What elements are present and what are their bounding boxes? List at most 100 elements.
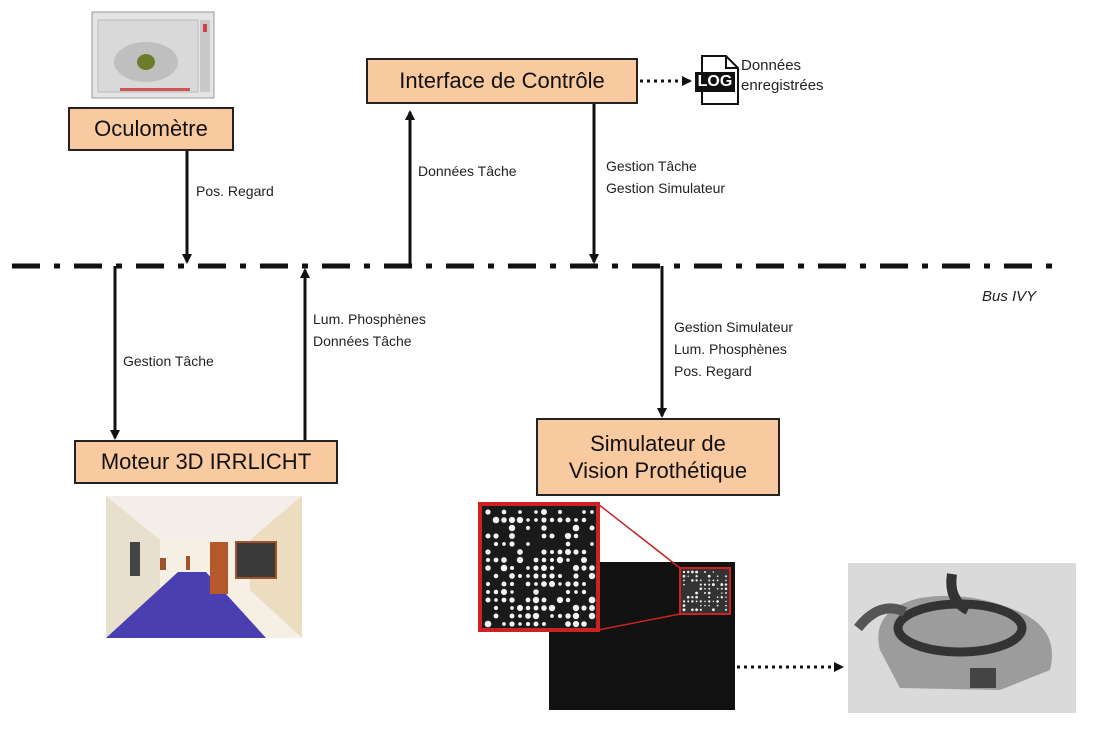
phosphene-dot <box>525 621 531 627</box>
phosphene-dot <box>565 541 571 547</box>
phosphene-dot <box>501 517 507 523</box>
phosphene-dot <box>510 606 514 610</box>
phosphene-dot <box>588 572 596 580</box>
phosphene-dot <box>525 605 531 611</box>
phosphene-dot <box>509 597 515 603</box>
phosphene-dot <box>704 571 706 573</box>
label-gestion-tache-left: Gestion Tâche <box>123 353 214 369</box>
phosphene-dot <box>509 541 515 547</box>
phosphene-dot <box>700 604 702 607</box>
phosphene-dot <box>707 591 711 595</box>
phosphene-dot <box>573 549 579 555</box>
phosphene-dot <box>541 605 547 611</box>
phosphene-dot <box>509 621 515 627</box>
phosphene-dot <box>548 580 556 588</box>
phosphene-dot <box>501 581 507 587</box>
phosphene-dot <box>541 517 547 523</box>
phosphene-dot <box>526 574 530 578</box>
phosphene-dot <box>518 622 522 626</box>
phosphene-dot <box>549 557 555 563</box>
phosphene-dot <box>533 573 539 579</box>
label-pos-regard: Pos. Regard <box>196 183 274 199</box>
phosphene-dot <box>549 565 555 571</box>
oculometre-box: Oculomètre <box>68 107 234 151</box>
phosphene-dot <box>533 605 539 611</box>
phosphene-dot <box>582 510 586 514</box>
phosphene-dot <box>720 583 724 587</box>
phosphene-dot <box>501 509 507 515</box>
phosphene-dot <box>565 597 571 603</box>
phosphene-dot <box>716 596 719 599</box>
phosphene-dot <box>533 589 539 595</box>
phosphene-dot <box>500 588 508 596</box>
phosphene-dot <box>708 587 711 590</box>
phosphene-dot <box>541 549 547 555</box>
phosphene-dot <box>581 517 587 523</box>
simulateur-label-line2: Vision Prothétique <box>568 458 748 483</box>
phosphene-dot <box>558 582 562 586</box>
phosphene-dot <box>682 570 686 574</box>
phosphene-dot <box>725 579 727 582</box>
phosphene-dot <box>699 608 702 611</box>
phosphene-dot <box>541 581 547 587</box>
phosphene-dot <box>695 608 698 612</box>
oculometer-image <box>91 11 215 99</box>
simulateur-box: Simulateur de Vision Prothétique <box>536 418 780 496</box>
phosphene-dot <box>533 557 539 563</box>
label-left-bus-up: Lum. Phosphènes Données Tâche <box>313 308 426 352</box>
phosphene-dot <box>485 549 491 555</box>
phosphene-dot <box>485 565 491 571</box>
phosphene-dot <box>724 583 728 586</box>
phosphene-dot <box>557 517 563 523</box>
phosphene-dot <box>549 533 555 539</box>
phosphene-dot <box>526 542 530 546</box>
log-label: Données enregistrées <box>741 56 824 96</box>
phosphene-dot <box>590 542 594 546</box>
phosphene-dot <box>588 612 596 620</box>
phosphene-dot <box>574 590 578 594</box>
phosphene-dot <box>588 596 596 604</box>
phosphene-dot <box>695 570 699 574</box>
phosphene-dot <box>492 516 500 524</box>
log-icon-text: LOG <box>697 73 733 90</box>
label-pos-regard-right: Pos. Regard <box>674 363 752 379</box>
phosphene-dot <box>564 548 572 556</box>
phosphene-dot <box>549 517 555 523</box>
phosphene-dot <box>493 541 499 547</box>
phosphene-dot <box>573 533 579 539</box>
phosphene-dot <box>699 600 702 603</box>
label-gestion-tache-top: Gestion Tâche <box>606 158 697 174</box>
phosphene-dot <box>716 600 719 603</box>
phosphene-dot <box>589 565 595 571</box>
phosphene-dot <box>509 613 515 619</box>
phosphene-dot <box>556 596 564 604</box>
phosphene-dot <box>572 564 580 572</box>
phosphene-dot <box>683 579 685 582</box>
corridor-scene-image <box>106 496 302 638</box>
phosphene-dot <box>572 524 580 532</box>
phosphene-dot <box>518 510 522 514</box>
phosphene-dot <box>699 583 702 586</box>
phosphene-dot <box>493 573 499 579</box>
phosphene-dot <box>509 581 515 587</box>
phosphene-dot <box>574 518 578 522</box>
phosphene-dot <box>566 558 570 562</box>
phosphene-dot <box>548 604 556 612</box>
phosphene-dot <box>725 596 727 598</box>
phosphene-simulation-image <box>478 502 735 710</box>
phosphene-dot <box>580 556 588 564</box>
phosphene-dot <box>573 573 579 579</box>
phosphene-dot <box>509 573 515 579</box>
phosphene-dot <box>589 605 595 611</box>
phosphene-dot <box>485 597 491 603</box>
phosphene-dot <box>721 592 723 594</box>
label-gestion-simulateur-right: Gestion Simulateur <box>674 319 794 335</box>
phosphene-dot <box>682 574 686 578</box>
phosphene-dot <box>493 557 499 563</box>
phosphene-dot <box>525 597 531 603</box>
label-gestion-simulateur-top: Gestion Simulateur <box>606 180 726 196</box>
phosphene-dot <box>691 600 694 603</box>
phosphene-dot <box>695 575 698 578</box>
label-lum-phosphenes-left: Lum. Phosphènes <box>313 311 426 327</box>
phosphene-dot <box>494 598 498 602</box>
